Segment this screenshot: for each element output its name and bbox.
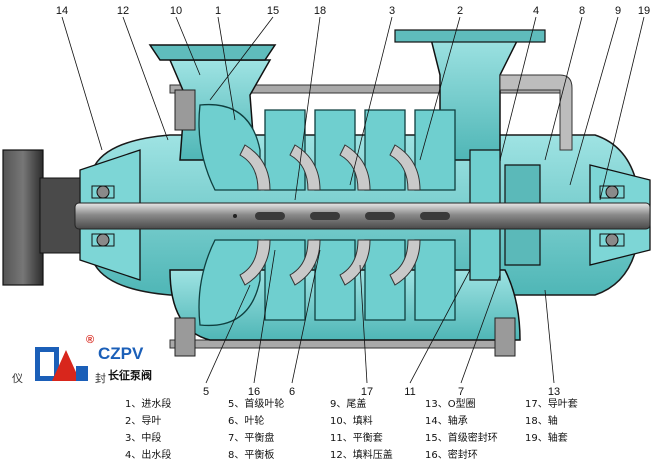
callout-number: 4: [533, 5, 539, 17]
legend-item: 14、轴承: [425, 416, 468, 427]
callout-leader-line: [569, 16, 619, 186]
legend-item: 17、导叶套: [525, 399, 578, 410]
callout-leader-line: [175, 16, 201, 76]
callout-leader-line: [205, 284, 251, 384]
legend-item: 3、中段: [125, 433, 162, 444]
impeller-stages: [198, 103, 541, 327]
callout-number: 7: [458, 386, 464, 398]
callout-number: 1: [215, 5, 221, 17]
logo-mark-left: 仪: [12, 373, 23, 385]
callout-leader-line: [499, 16, 537, 161]
callout-leader-line: [349, 16, 393, 186]
company-logo: 仪 封 ® CZPV 长征泵阀: [12, 334, 162, 390]
logo-mark-right: 封: [95, 373, 106, 385]
callout-leaders: [61, 16, 645, 384]
callout-number: 9: [615, 5, 621, 17]
callout-number: 2: [457, 5, 463, 17]
parts-legend: 1、进水段 2、导叶 3、中段 4、出水段 5、首级叶轮 6、叶轮 7、平衡盘 …: [0, 396, 660, 475]
logo-registered: ®: [86, 334, 95, 346]
legend-item: 1、进水段: [125, 399, 172, 410]
callout-leader-line: [291, 249, 321, 384]
callout-number: 16: [248, 386, 260, 398]
legend-item: 8、平衡板: [228, 450, 275, 461]
callout-leader-line: [217, 16, 236, 121]
callout-leader-line: [599, 16, 645, 201]
callout-number: 8: [579, 5, 585, 17]
callout-number: 15: [267, 5, 279, 17]
legend-item: 9、尾盖: [330, 399, 367, 410]
logo-name-cn: 长征泵阀: [108, 370, 152, 382]
legend-item: 2、导叶: [125, 416, 162, 427]
legend-item: 10、填料: [330, 416, 373, 427]
callout-leader-line: [253, 249, 276, 384]
callout-number: 12: [117, 5, 129, 17]
legend-item: 12、填料压盖: [330, 450, 393, 461]
legend-column-1: 1、进水段 2、导叶 3、中段 4、出水段: [125, 396, 171, 464]
callout-leader-line: [359, 264, 368, 384]
callout-leader-line: [122, 16, 169, 141]
callout-number: 10: [170, 5, 182, 17]
legend-column-2: 5、首级叶轮 6、叶轮 7、平衡盘 8、平衡板: [228, 396, 284, 464]
legend-item: 6、叶轮: [228, 416, 265, 427]
coupling: [2, 149, 81, 286]
callout-leader-line: [409, 269, 471, 384]
legend-item: 18、轴: [525, 416, 558, 427]
callout-number: 19: [638, 5, 650, 17]
callout-leader-line: [544, 289, 555, 384]
legend-item: 15、首级密封环: [425, 433, 498, 444]
legend-item: 7、平衡盘: [228, 433, 275, 444]
logo-brand: CZPV: [98, 344, 144, 363]
callout-leader-line: [544, 16, 583, 161]
callout-leader-line: [209, 16, 274, 101]
callout-leader-line: [294, 16, 321, 201]
callout-labels: 14 12 10 1 15 18 3 2 4 8 9 19 5 16 6 17 11 7 13: [56, 5, 650, 398]
legend-item: 5、首级叶轮: [228, 399, 285, 410]
callout-leader-line: [419, 16, 461, 161]
callout-leader-line: [460, 274, 501, 384]
callout-leader-line: [61, 16, 103, 151]
legend-column-5: 17、导叶套 18、轴 19、轴套: [525, 396, 578, 447]
legend-column-3: 9、尾盖 10、填料 11、平衡套 12、填料压盖: [330, 396, 393, 464]
callout-number: 3: [389, 5, 395, 17]
legend-item: 13、O型圈: [425, 399, 476, 410]
callout-number: 18: [314, 5, 326, 17]
legend-item: 11、平衡套: [330, 433, 383, 444]
callout-number: 11: [404, 386, 415, 398]
callout-number: 13: [548, 386, 560, 398]
callout-number: 17: [361, 386, 373, 398]
shaft: [74, 202, 651, 230]
legend-item: 4、出水段: [125, 450, 172, 461]
callout-number: 14: [56, 5, 68, 17]
callout-number: 6: [289, 386, 295, 398]
bearings: [91, 185, 625, 247]
legend-item: 16、密封环: [425, 450, 478, 461]
callout-number: 5: [203, 386, 209, 398]
legend-column-4: 13、O型圈 14、轴承 15、首级密封环 16、密封环: [425, 396, 498, 464]
logo-mark-icon: [35, 347, 88, 381]
legend-item: 19、轴套: [525, 433, 568, 444]
